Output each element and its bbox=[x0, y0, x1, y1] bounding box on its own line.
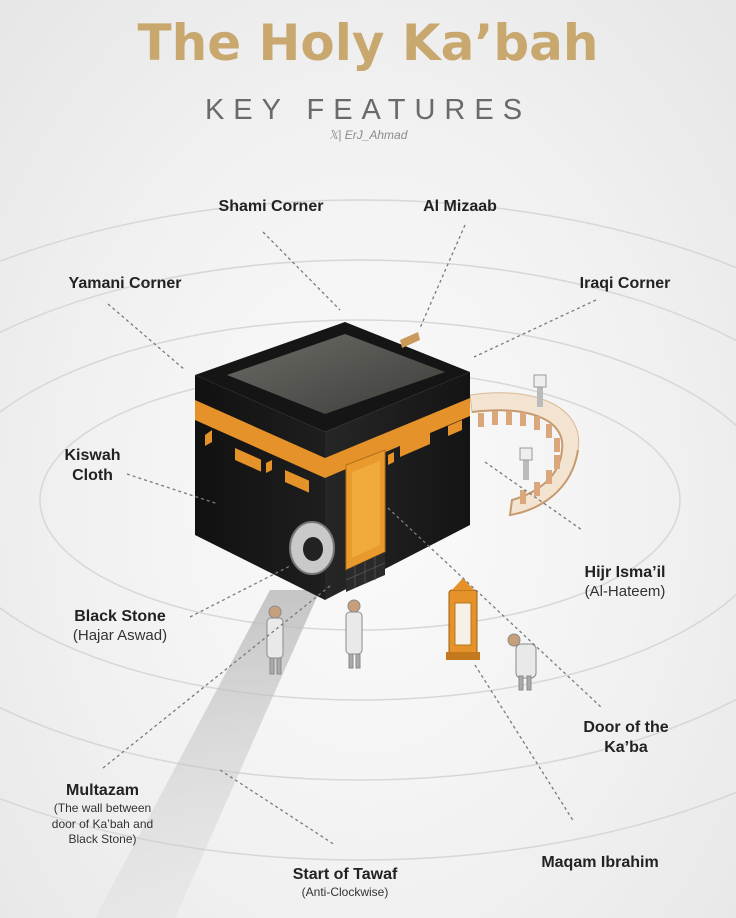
leader-lines bbox=[102, 224, 603, 846]
author-credit: 𝕏| ErJ_Ahmad bbox=[328, 128, 408, 142]
label-multazam: Multazam (The wall between door of Ka’ba… bbox=[51, 782, 154, 847]
black-stone bbox=[289, 521, 335, 575]
kaaba-shadow bbox=[95, 590, 320, 918]
leader-kiswah bbox=[126, 473, 219, 505]
kaaba-cube bbox=[195, 322, 470, 600]
label-al-mizaab: Al Mizaab bbox=[423, 198, 497, 215]
pilgrim-1 bbox=[266, 605, 284, 675]
ring-4 bbox=[0, 199, 736, 861]
pilgrims bbox=[266, 599, 537, 691]
ring-3 bbox=[0, 259, 736, 781]
leader-multazam bbox=[102, 585, 331, 769]
leader-black-stone bbox=[189, 565, 291, 618]
label-start-of-tawaf: Start of Tawaf (Anti-Clockwise) bbox=[292, 866, 398, 899]
label-iraqi-corner: Iraqi Corner bbox=[579, 275, 671, 292]
label-kiswah-cloth: Kiswah Cloth bbox=[64, 447, 121, 484]
leader-shami bbox=[262, 231, 341, 311]
page-title: The Holy Ka’bah bbox=[137, 14, 599, 72]
maqam-ibrahim-structure bbox=[446, 578, 480, 660]
leader-door bbox=[387, 507, 603, 709]
leader-hijr bbox=[484, 461, 583, 531]
hijr-ismail-wall bbox=[469, 374, 580, 517]
ring-2 bbox=[0, 319, 736, 701]
label-black-stone: Black Stone (Hajar Aswad) bbox=[72, 608, 168, 644]
label-yamani-corner: Yamani Corner bbox=[68, 275, 182, 292]
leader-maqam bbox=[474, 664, 575, 823]
leader-iraqi bbox=[473, 299, 597, 358]
label-maqam-ibrahim: Maqam Ibrahim bbox=[541, 854, 659, 871]
pilgrim-2 bbox=[345, 599, 363, 669]
label-hijr-ismail: Hijr Isma’il (Al-Hateem) bbox=[584, 564, 666, 600]
leader-tawaf bbox=[219, 769, 336, 846]
page-subtitle: KEY FEATURES bbox=[204, 94, 532, 126]
label-shami-corner: Shami Corner bbox=[218, 198, 324, 215]
leader-yamani bbox=[107, 303, 186, 371]
pilgrim-3 bbox=[507, 633, 537, 691]
leader-mizaab bbox=[419, 224, 466, 329]
label-door-of-kaaba: Door of the Ka’ba bbox=[583, 719, 669, 756]
